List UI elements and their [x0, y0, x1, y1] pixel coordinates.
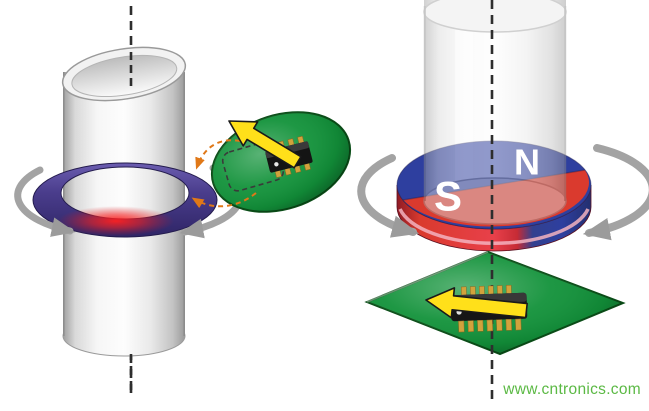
ring-magnet-red-field-glow: [58, 206, 174, 236]
left-rotation-arrow-left: [14, 166, 76, 237]
right-rotation-arrow-right: [582, 144, 649, 241]
left-assembly: [14, 6, 352, 394]
right-assembly: S N: [357, 0, 649, 400]
right-shaft-bottom-edge: [423, 177, 567, 225]
shaft-top-opening: [61, 46, 187, 102]
field-line-upper: [195, 139, 241, 170]
left-field-direction-arrow-icon: [228, 120, 302, 169]
north-pole-label: N: [514, 142, 540, 183]
chip-pins-front: [458, 318, 522, 333]
watermark: www.cntronics.com: [502, 381, 641, 398]
right-shaft-highlight: [455, 0, 473, 200]
south-pole-label: S: [434, 173, 462, 220]
chip-pin1-dot: [274, 162, 279, 167]
left-shaft-cylinder: [61, 46, 187, 394]
right-shaft-top-edge: [423, 0, 567, 33]
left-ring-magnet: [32, 162, 218, 238]
square-pcb-top-edge-highlight: [366, 251, 489, 303]
right-shaft-cylinder: [423, 0, 567, 225]
right-rotation-arrow-left: [357, 154, 420, 238]
shaft-body: [63, 72, 185, 336]
right-shaft-body: [424, 0, 566, 200]
right-field-direction-arrow-icon: [425, 287, 528, 319]
